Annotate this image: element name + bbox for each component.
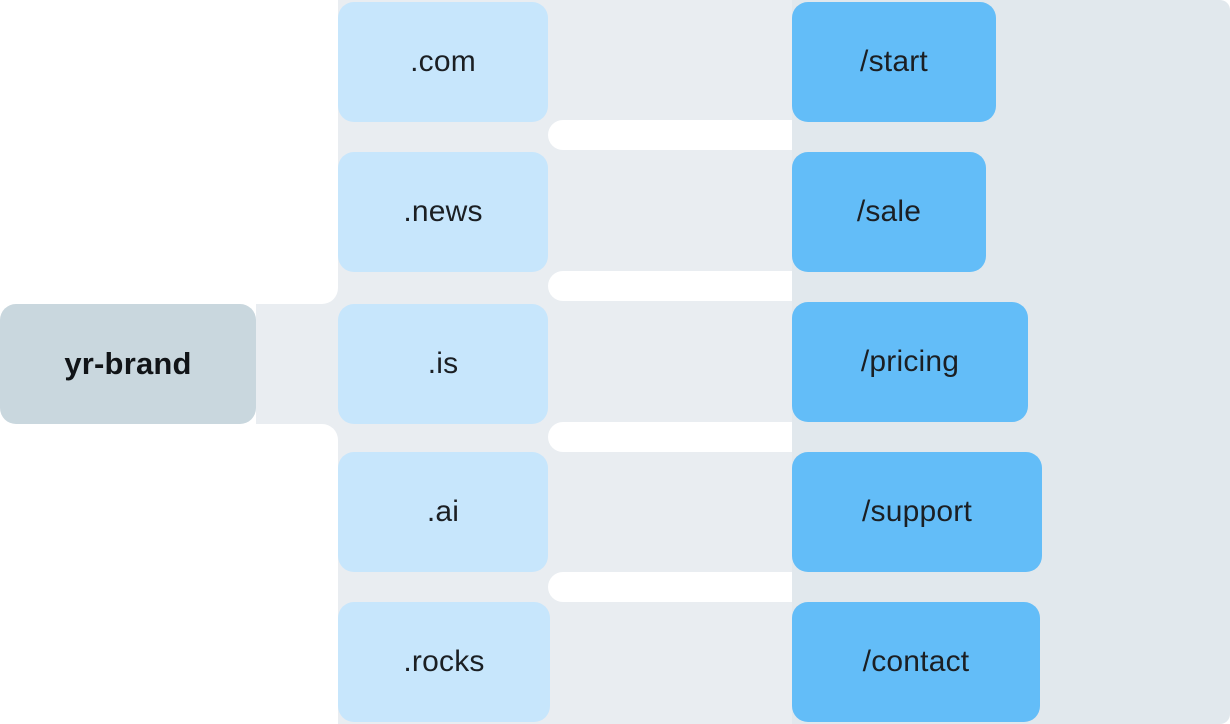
path-node-sale: /sale bbox=[792, 152, 986, 272]
domain-node-rocks: .rocks bbox=[338, 602, 550, 722]
path-node-contact: /contact bbox=[792, 602, 1040, 722]
row-gap bbox=[548, 422, 792, 452]
row-gap bbox=[548, 120, 792, 150]
domain-node-news: .news bbox=[338, 152, 548, 272]
path-node-pricing: /pricing bbox=[792, 302, 1028, 422]
path-node-start: /start bbox=[792, 2, 996, 122]
row-gap bbox=[548, 271, 792, 301]
domain-node-com: .com bbox=[338, 2, 548, 122]
connector-cutout-bottom bbox=[256, 424, 338, 724]
connector-cutout-top bbox=[256, 0, 338, 304]
path-node-support: /support bbox=[792, 452, 1042, 572]
root-node-yr-brand: yr-brand bbox=[0, 304, 256, 424]
row-gap bbox=[548, 572, 792, 602]
domain-node-ai: .ai bbox=[338, 452, 548, 572]
domain-node-is: .is bbox=[338, 304, 548, 424]
